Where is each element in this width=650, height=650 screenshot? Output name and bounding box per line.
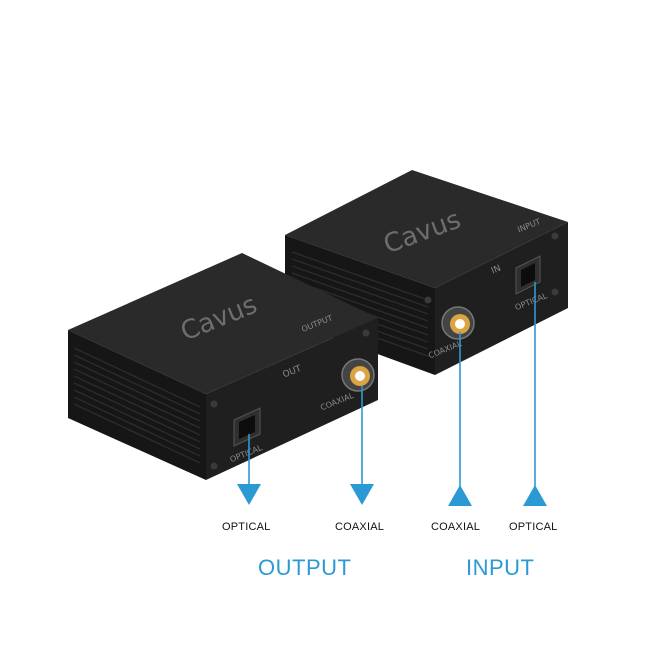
screw-icon [424,296,432,304]
output-optical-port-hole [239,415,255,439]
output-optical-callout: OPTICAL [222,521,271,533]
output-group-label: OUTPUT [258,555,352,580]
callout-arrows [237,484,547,506]
callout-lines [248,282,536,490]
input-coaxial-port [441,306,475,340]
input-coaxial-callout: COAXIAL [431,521,481,533]
arrow-down-icon [350,484,374,505]
output-coaxial-port [341,358,375,392]
arrow-down-icon [237,484,261,505]
screw-icon [210,400,218,408]
output-box-ribs [73,347,201,464]
input-optical-port-hole [521,263,535,287]
arrow-up-icon [523,485,547,506]
output-coaxial-callout: COAXIAL [335,521,385,533]
screw-icon [362,329,370,337]
screw-icon [551,288,559,296]
input-optical-callout: OPTICAL [509,521,558,533]
arrow-up-icon [448,485,472,506]
input-converter-box: Cavus INPUT IN OPTICAL COAXIAL [285,170,568,375]
screw-icon [210,462,218,470]
output-converter-box: Cavus OUTPUT OUT COAXIAL OPTICAL [68,253,378,480]
input-group-label: INPUT [466,555,535,580]
input-port-label: IN [490,264,502,277]
screw-icon [551,232,559,240]
